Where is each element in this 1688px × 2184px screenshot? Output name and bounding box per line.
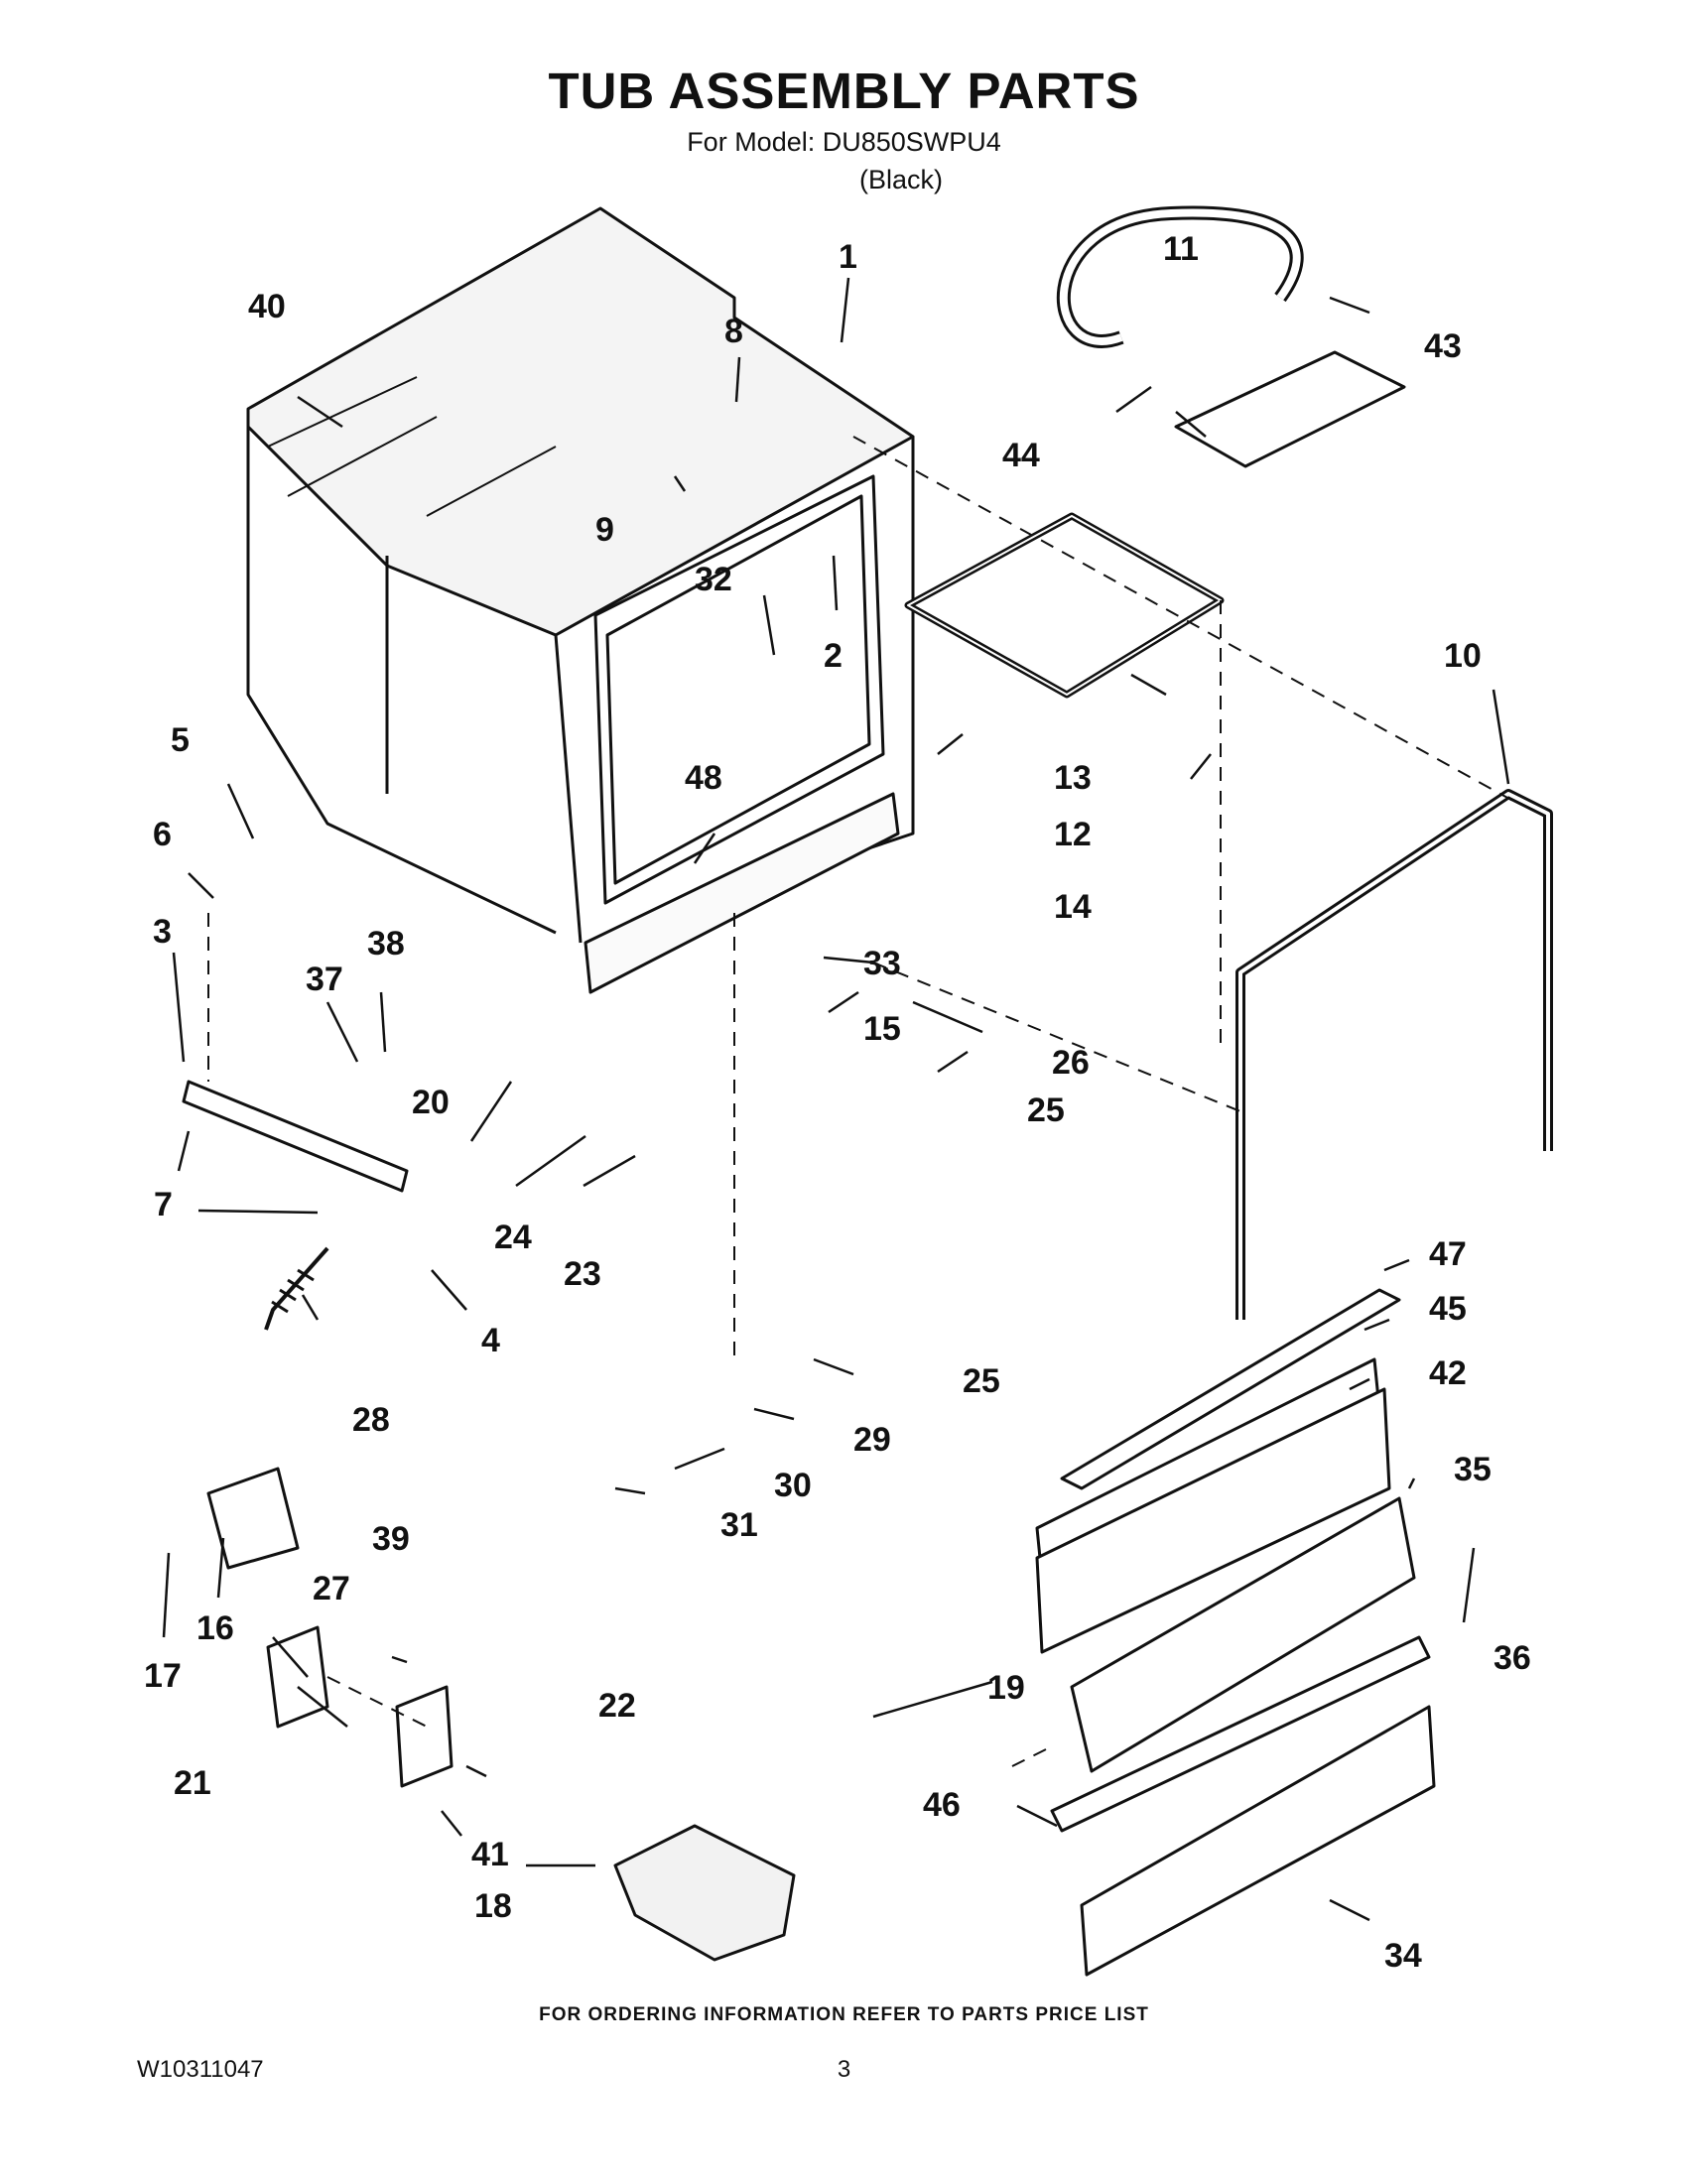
callout-43: 43 <box>1424 327 1462 365</box>
callout-40: 40 <box>248 288 286 325</box>
callout-34: 34 <box>1384 1937 1422 1975</box>
callout-28: 28 <box>352 1401 390 1439</box>
callout-42: 42 <box>1429 1354 1467 1392</box>
callout-1: 1 <box>839 238 857 276</box>
callout-13: 13 <box>1054 759 1092 797</box>
callout-39: 39 <box>372 1520 410 1558</box>
callout-37: 37 <box>306 961 343 998</box>
callout-19: 19 <box>987 1669 1025 1707</box>
callout-33: 33 <box>863 945 901 982</box>
spring-part <box>264 1246 329 1331</box>
callout-16: 16 <box>196 1609 234 1647</box>
callout-17: 17 <box>144 1657 182 1695</box>
vent-panel-46 <box>1050 1635 1431 1833</box>
door-gasket-part <box>1235 789 1553 1320</box>
callout-47: 47 <box>1429 1235 1467 1273</box>
model-line: For Model: DU850SWPU4 <box>687 127 1001 157</box>
callout-25: 25 <box>1027 1092 1065 1129</box>
callout-7: 7 <box>154 1186 173 1223</box>
heater-element-part <box>904 512 1225 699</box>
bracket-part <box>182 1080 409 1193</box>
hose-bracket-part <box>1174 350 1406 468</box>
color-line: (Black) <box>859 165 944 194</box>
document-number: W10311047 <box>137 2056 264 2083</box>
bracket-41-part <box>395 1685 454 1788</box>
callout-26: 26 <box>1052 1044 1090 1082</box>
callout-2: 2 <box>824 637 843 675</box>
callout-41: 41 <box>471 1836 509 1873</box>
callout-24: 24 <box>494 1219 532 1256</box>
callout-21: 21 <box>174 1764 211 1802</box>
callout-14: 14 <box>1054 888 1092 926</box>
tub-body-part <box>246 206 915 994</box>
callout-11: 11 <box>1163 230 1199 268</box>
callout-4: 4 <box>481 1322 500 1359</box>
callout-9: 9 <box>595 511 614 549</box>
callout-38: 38 <box>367 925 405 963</box>
page-number: 3 <box>837 2056 851 2083</box>
callout-25-second: 25 <box>963 1362 1000 1400</box>
callout-35: 35 <box>1454 1451 1492 1488</box>
callout-10: 10 <box>1444 637 1482 675</box>
callout-20: 20 <box>412 1084 450 1121</box>
callout-8: 8 <box>724 313 743 350</box>
access-panel-35 <box>1070 1496 1416 1773</box>
bracket-21-part <box>266 1625 329 1729</box>
callout-48: 48 <box>685 759 722 797</box>
page-title: TUB ASSEMBLY PARTS <box>548 63 1140 119</box>
callout-22: 22 <box>598 1687 636 1725</box>
callout-23: 23 <box>564 1255 601 1293</box>
kickplate-34 <box>1080 1705 1436 1977</box>
callout-32: 32 <box>695 561 732 598</box>
callout-27: 27 <box>313 1570 350 1607</box>
callout-15: 15 <box>863 1010 901 1048</box>
panel-42 <box>1035 1387 1391 1654</box>
parts-bag-part <box>613 1824 796 1962</box>
callout-29: 29 <box>853 1421 891 1459</box>
callout-30: 30 <box>774 1467 812 1504</box>
callout-36: 36 <box>1493 1639 1531 1677</box>
callout-18: 18 <box>474 1887 512 1925</box>
ordering-note: FOR ORDERING INFORMATION REFER TO PARTS … <box>539 2004 1149 2025</box>
callout-31: 31 <box>720 1506 758 1544</box>
callout-6: 6 <box>153 816 172 853</box>
callout-3: 3 <box>153 913 172 951</box>
callout-5: 5 <box>171 721 190 759</box>
callout-46: 46 <box>923 1786 961 1824</box>
toe-panel-47 <box>1060 1288 1401 1490</box>
callout-45: 45 <box>1429 1290 1467 1328</box>
callout-44: 44 <box>1002 437 1040 474</box>
callout-12: 12 <box>1054 816 1092 853</box>
